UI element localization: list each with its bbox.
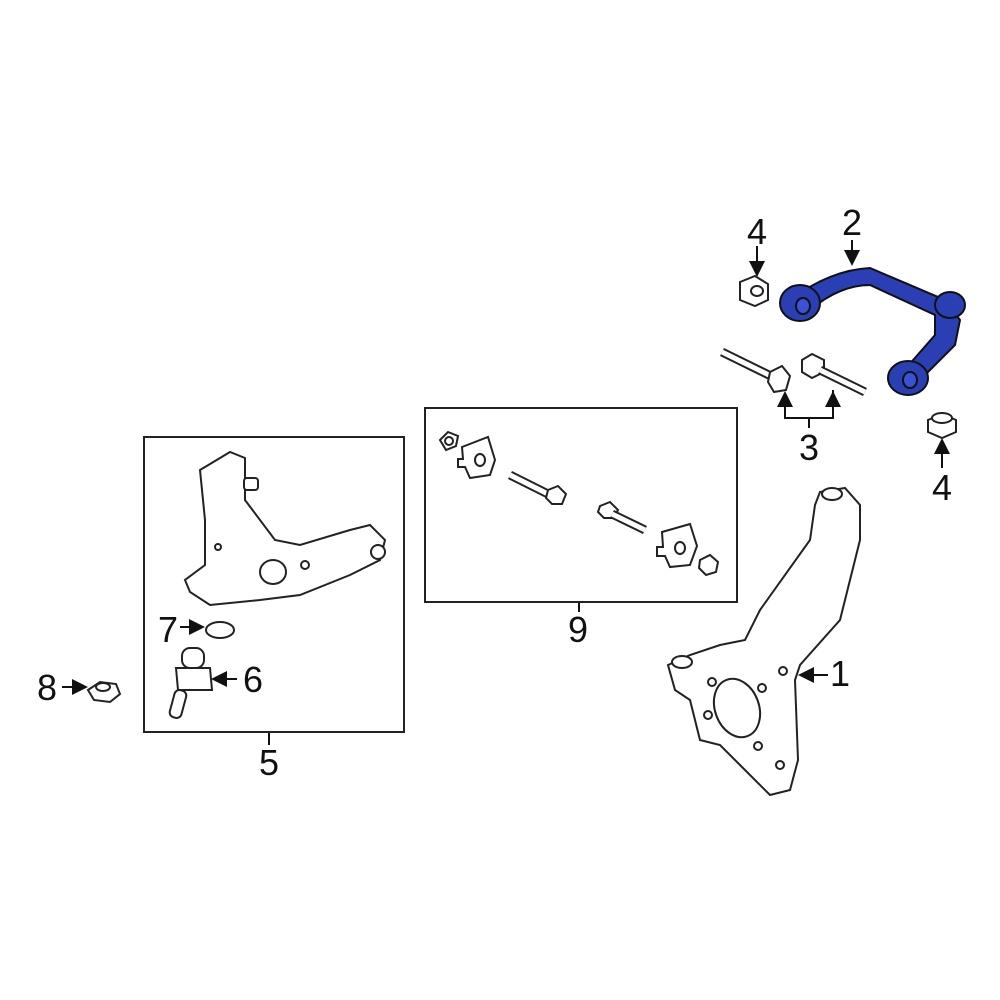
nut-8	[86, 680, 122, 704]
callout-8[interactable]: 8	[37, 667, 58, 708]
callout-3[interactable]: 3	[799, 427, 820, 468]
ball-joint	[168, 647, 214, 719]
callout-1[interactable]: 1	[830, 653, 851, 694]
lower-control-arm-group-box	[143, 436, 405, 733]
bolt-3-right	[801, 352, 867, 397]
alignment-kit-parts	[438, 430, 720, 577]
callout-5[interactable]: 5	[259, 742, 280, 783]
bolt-3-left	[720, 347, 792, 394]
snap-ring	[205, 621, 235, 639]
nut-4-upper	[739, 274, 769, 308]
lower-control-arm	[183, 450, 387, 607]
alignment-kit-group-box	[424, 407, 738, 603]
callout-4-upper[interactable]: 4	[747, 211, 768, 252]
callout-7[interactable]: 7	[158, 609, 179, 650]
callout-6[interactable]: 6	[243, 659, 264, 700]
callout-4-lower[interactable]: 4	[932, 467, 953, 508]
callout-2[interactable]: 2	[842, 202, 863, 243]
callout-9[interactable]: 9	[568, 609, 589, 650]
steering-knuckle	[666, 486, 861, 797]
nut-4-lower	[927, 412, 957, 440]
upper-control-arm	[779, 266, 966, 396]
